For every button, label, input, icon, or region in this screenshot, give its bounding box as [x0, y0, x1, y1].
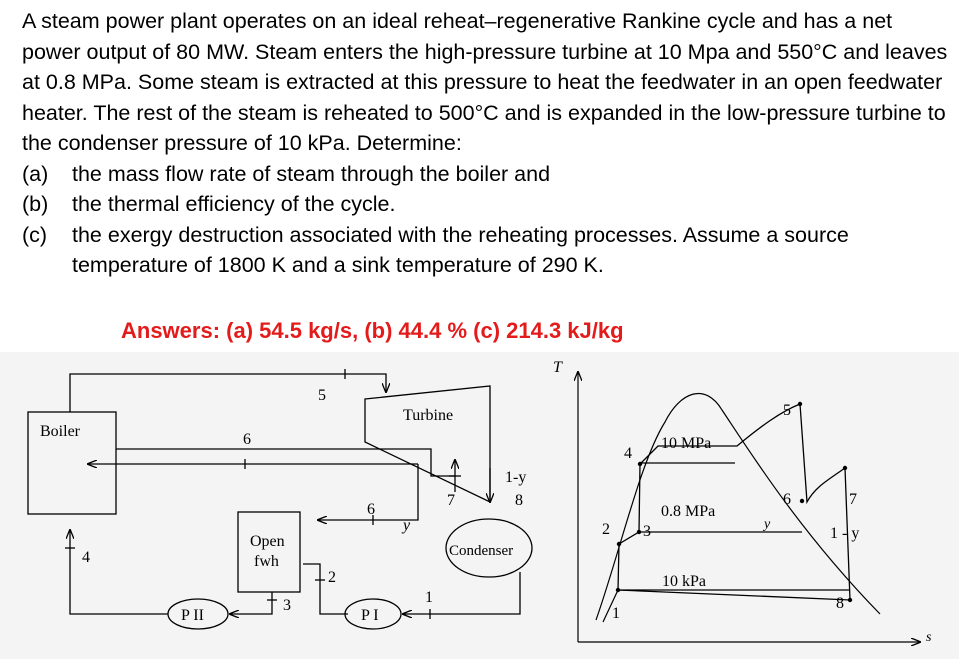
- pump1-label: P I: [361, 607, 379, 624]
- ts-label-y: y: [762, 517, 771, 532]
- state-label-1: 1: [425, 589, 433, 606]
- boiler-box: [27, 411, 117, 515]
- ts-diagram: [578, 372, 920, 642]
- ts-label-4: 4: [624, 445, 632, 462]
- state-label-4: 4: [82, 549, 90, 566]
- problem-intro: A steam power plant operates on an ideal…: [22, 9, 948, 155]
- turbine-shape: [364, 385, 491, 504]
- ts-labels: T s 10 MPa 0.8 MPa 10 kPa 5 4 6 7 2 3 y …: [553, 359, 932, 645]
- fwh-box: [237, 511, 301, 593]
- pump1-shape: [344, 598, 402, 630]
- question-c: (c) the exergy destruction associated wi…: [22, 220, 952, 281]
- question-b: (b) the thermal efficiency of the cycle.: [22, 189, 952, 220]
- condenser-label: Condenser: [449, 543, 513, 559]
- state-label-6-mid: 6: [367, 501, 375, 518]
- ts-point-6: [799, 498, 805, 504]
- state-label-6-top: 6: [243, 431, 251, 448]
- problem-statement: A steam power plant operates on an ideal…: [22, 6, 952, 281]
- schematic: [27, 369, 533, 630]
- schematic-labels: Boiler Turbine Condenser Open fwh P II P…: [40, 387, 526, 624]
- ts-label-2: 2: [602, 521, 610, 538]
- isobar-high-label: 10 MPa: [661, 435, 711, 452]
- figure-area: Boiler Turbine Condenser Open fwh P II P…: [0, 352, 959, 659]
- line-boiler-to-turbine: [69, 373, 386, 412]
- isobar-mid-label: 0.8 MPa: [661, 503, 715, 520]
- turbine-label: Turbine: [403, 407, 453, 424]
- ts-points: [615, 401, 853, 603]
- cycle-figure: Boiler Turbine Condenser Open fwh P II P…: [27, 359, 932, 659]
- question-c-text: the exergy destruction associated with t…: [72, 222, 849, 278]
- answers-line: Answers: (a) 54.5 kg/s, (b) 44.4 % (c) 2…: [121, 318, 624, 343]
- line-pump2-to-boiler: [70, 530, 168, 615]
- question-b-text: the thermal efficiency of the cycle.: [72, 192, 396, 216]
- cycle-path: [617, 403, 851, 601]
- ts-point-5: [797, 401, 803, 407]
- ts-label-5: 5: [783, 402, 791, 419]
- ts-label-1: 1: [612, 605, 620, 622]
- ts-label-8: 8: [836, 595, 844, 612]
- ts-point-7: [842, 465, 848, 471]
- question-a-label: (a): [22, 161, 49, 186]
- fwh-label-line1: Open: [250, 533, 285, 550]
- state-label-8: 8: [515, 492, 523, 509]
- ts-label-3: 3: [643, 523, 651, 540]
- state-label-5: 5: [318, 387, 326, 404]
- line-condenser-to-pump1: [403, 572, 521, 614]
- s-axis-label: s: [926, 630, 932, 645]
- state-label-y: y: [401, 517, 411, 534]
- ts-point-8: [847, 597, 853, 603]
- ts-point-2: [616, 541, 622, 547]
- line-extraction: [318, 464, 419, 520]
- question-c-label: (c): [22, 222, 48, 247]
- state-label-7: 7: [447, 492, 455, 509]
- line-fwh-to-pump2: [230, 592, 273, 614]
- saturation-dome: [595, 392, 881, 621]
- state-label-2: 2: [328, 569, 336, 586]
- question-a: (a) the mass flow rate of steam through …: [22, 159, 952, 190]
- pump2-label: P II: [181, 607, 204, 624]
- ts-label-7: 7: [849, 491, 857, 508]
- condenser-shape: [445, 518, 533, 578]
- ts-label-1-y: 1 - y: [830, 525, 859, 542]
- pump-line-1: [602, 589, 619, 623]
- ts-point-3: [636, 529, 642, 535]
- ts-label-6: 6: [783, 491, 791, 508]
- ts-point-4: [637, 461, 643, 467]
- state-label-3: 3: [283, 597, 291, 614]
- line-reheat-to-turbine: [116, 448, 455, 477]
- t-axis-label: T: [553, 359, 563, 376]
- question-b-label: (b): [22, 192, 49, 216]
- line-pump1-to-fwh: [303, 563, 348, 615]
- fwh-label-line2: fwh: [254, 553, 279, 570]
- question-a-text: the mass flow rate of steam through the …: [72, 161, 551, 186]
- isobar-low-label: 10 kPa: [662, 573, 706, 590]
- ts-point-1: [615, 587, 621, 593]
- state-label-1-y: 1-y: [505, 469, 526, 486]
- boiler-label: Boiler: [40, 423, 81, 440]
